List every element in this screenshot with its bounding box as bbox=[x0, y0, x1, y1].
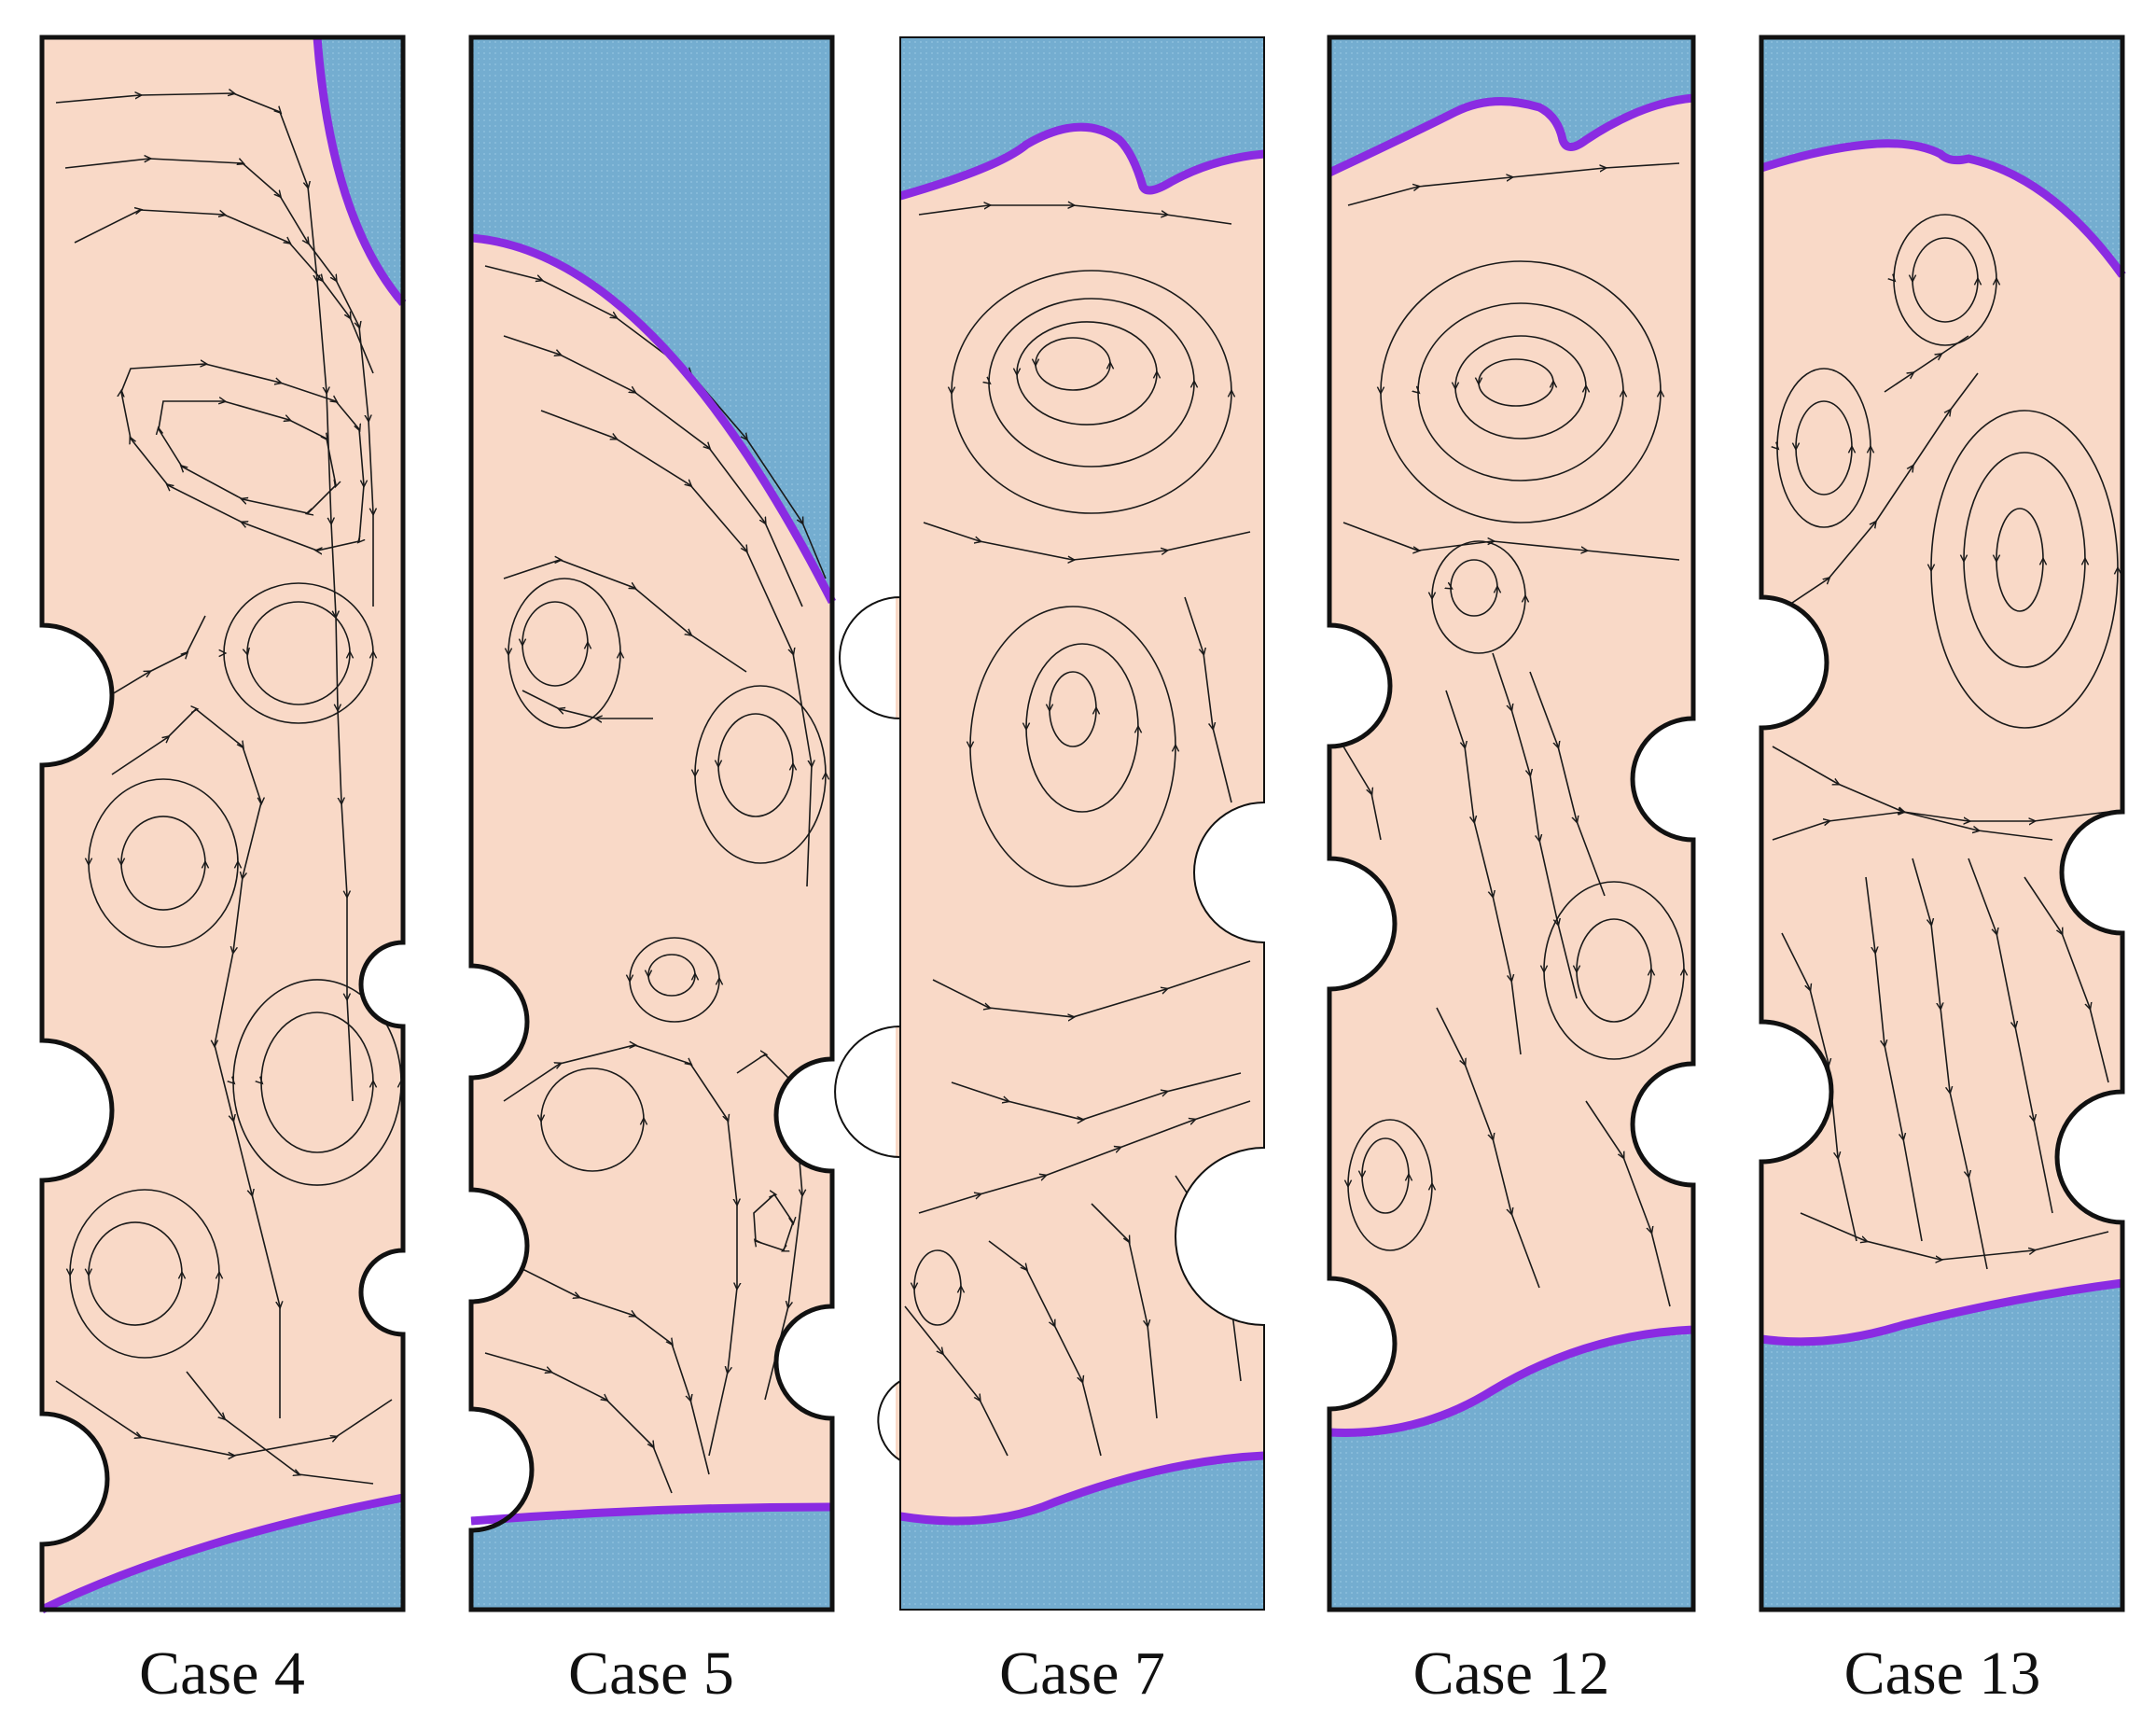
solid-region bbox=[900, 1456, 1264, 1610]
streamlines bbox=[1342, 162, 1684, 1307]
interface-line bbox=[313, 36, 407, 306]
panel-outline bbox=[468, 35, 835, 1612]
interface-line bbox=[40, 1493, 404, 1614]
case-label: Case 7 bbox=[999, 1639, 1165, 1708]
solid-region bbox=[1329, 37, 1693, 173]
interface-line bbox=[470, 1502, 833, 1526]
solid-region bbox=[471, 1507, 832, 1610]
interface-line bbox=[470, 233, 837, 605]
panel-case-4 bbox=[39, 35, 407, 1614]
liquid-region bbox=[42, 37, 403, 1610]
solid-region bbox=[42, 1498, 403, 1610]
case-label: Case 4 bbox=[139, 1639, 305, 1708]
case-label: Case 13 bbox=[1844, 1639, 2041, 1708]
panel-outline bbox=[39, 35, 406, 1612]
case-label: Case 5 bbox=[568, 1639, 734, 1708]
streamlines bbox=[1772, 214, 2118, 1270]
interface-line bbox=[1760, 139, 2126, 278]
interface-line bbox=[1328, 93, 1694, 177]
interface-line bbox=[1328, 1325, 1694, 1437]
panel-case-12 bbox=[1327, 35, 1696, 1612]
interface-line bbox=[1760, 1278, 2123, 1346]
panel-outline bbox=[834, 36, 1265, 1611]
case-label: Case 12 bbox=[1413, 1639, 1610, 1708]
solid-region bbox=[900, 37, 1264, 196]
panel-case-7 bbox=[834, 36, 1265, 1611]
panel-outline bbox=[1327, 35, 1696, 1612]
panel-case-13 bbox=[1759, 35, 2126, 1612]
interface-line bbox=[898, 122, 1265, 201]
interface-line bbox=[899, 1451, 1265, 1526]
panel-case-5 bbox=[468, 35, 837, 1612]
streamlines bbox=[55, 93, 401, 1485]
solid-region bbox=[1329, 1330, 1693, 1610]
panel-outline bbox=[1759, 35, 2125, 1612]
solid-region bbox=[1761, 1283, 2122, 1610]
